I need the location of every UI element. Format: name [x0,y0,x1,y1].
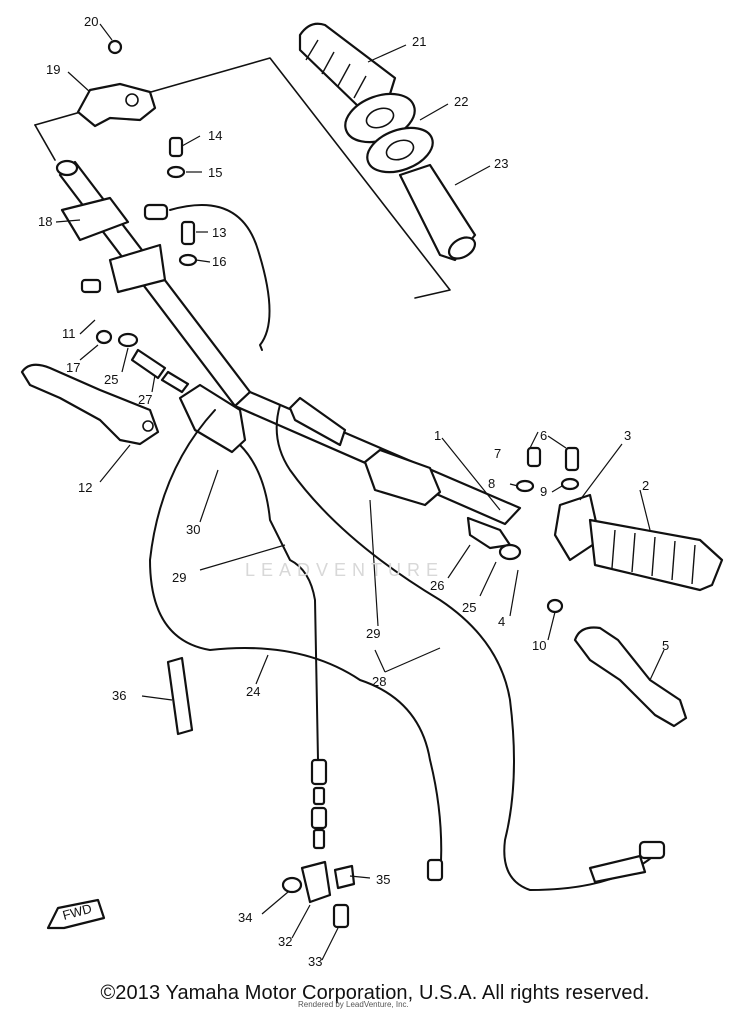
part-label-11: 11 [62,326,76,341]
part-label-29: 29 [366,626,380,641]
part-label-17: 17 [66,360,80,375]
left-grip-ribs [305,39,367,99]
right-lever [573,626,688,728]
part-label-1: 1 [434,428,441,443]
part-label-30: 29 [172,570,186,585]
part-label-15: 15 [208,165,222,180]
part-label-7: 7 [494,446,501,461]
fwd-label: FWD [61,901,93,923]
throttle-assembly [178,383,724,614]
part-label-4: 4 [498,614,505,629]
strap-band [166,656,194,736]
copyright-text: ©2013 Yamaha Motor Corporation, U.S.A. A… [100,982,650,1004]
part-label-10: 10 [532,638,546,653]
part-label-21: 21 [412,34,426,49]
part-label-14: 14 [208,128,222,143]
left-cable-adjuster [117,332,190,394]
left-lever-holder [60,196,169,294]
part-label-20: 20 [84,14,98,29]
fwd-direction-marker: FWD [46,898,106,930]
part-label-27: 27 [138,392,152,407]
part-label-3: 3 [624,428,631,443]
cables [149,204,666,891]
part-label-34: 34 [238,910,252,925]
part-label-18: 18 [38,214,52,229]
part-label-33: 33 [308,954,322,969]
part-label-13: 13 [212,225,226,240]
part-label-23: 23 [494,156,508,171]
cable-holder-bracket [281,860,356,929]
watermark-text: LEADVENTURE [245,560,445,580]
part-label-25-right: 25 [462,600,476,615]
grip-frame [34,57,451,299]
left-grip-assembly [298,22,477,262]
part-label-31: 30 [186,522,200,537]
bolts-washers [95,136,198,345]
part-label-12: 12 [78,480,92,495]
credit-text: Rendered by LeadVenture, Inc. [298,1000,409,1009]
part-label-9: 9 [540,484,547,499]
part-label-5: 5 [662,638,669,653]
part-labels: 20 19 14 15 13 16 21 22 23 18 11 17 25 2… [38,14,669,969]
part-label-26: 26 [430,578,444,593]
clamp-cap [76,39,157,128]
part-label-35: 35 [376,872,390,887]
part-label-36: 36 [112,688,126,703]
part-label-24: 24 [246,684,260,699]
part-label-19: 19 [46,62,60,77]
part-label-16: 16 [212,254,226,269]
leader-lines [55,23,665,961]
part-label-22: 22 [454,94,468,109]
part-label-32: 32 [278,934,292,949]
part-label-8: 8 [488,476,495,491]
right-grip-ribs [611,529,696,585]
left-lever [20,363,160,446]
part-label-25-left: 25 [104,372,118,387]
part-label-2: 2 [642,478,649,493]
part-label-6: 6 [540,428,547,443]
part-label-28: 28 [372,674,386,689]
